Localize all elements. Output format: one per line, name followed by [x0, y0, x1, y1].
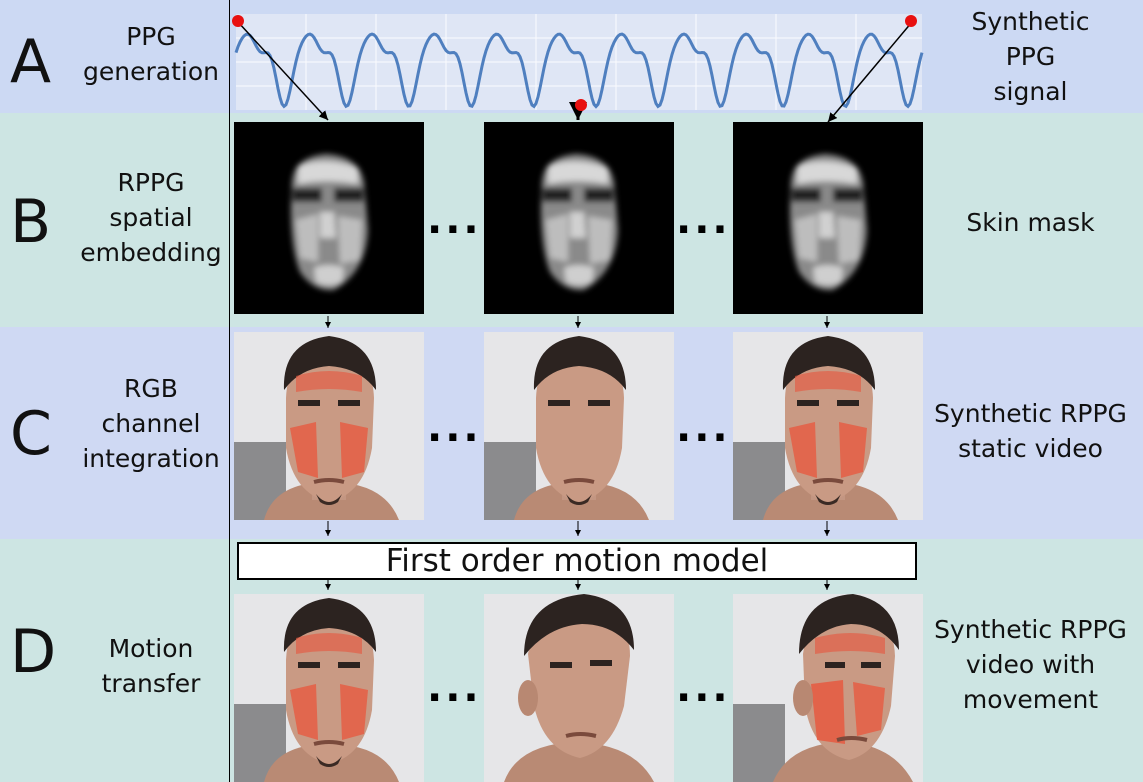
left-label-b: RPPG spatial embedding	[72, 165, 230, 270]
left-label-d-line2: transfer	[101, 669, 201, 698]
left-label-c: RGB channel integration	[72, 371, 230, 476]
motion-face-image-3	[733, 594, 913, 782]
row-letter-b: B	[10, 187, 52, 257]
ellipsis-row-d-2: ...	[676, 665, 731, 711]
left-label-b-line2: spatial	[109, 203, 193, 232]
right-label-c-line1: Synthetic RPPG	[934, 399, 1127, 428]
motion-face-image-1	[234, 598, 399, 782]
ellipsis-row-d-1: ...	[427, 665, 482, 711]
skin-mask-image-1	[291, 154, 368, 291]
right-label-d: Synthetic RPPG video with movement	[918, 612, 1143, 717]
skin-mask-frame-2	[484, 122, 674, 314]
skin-mask-frame-3	[733, 122, 923, 314]
skin-mask-image-2	[541, 154, 618, 291]
motion-video-frame-1	[234, 594, 424, 782]
ellipsis-row-b-1: ...	[427, 197, 482, 243]
row-letter-a: A	[10, 27, 52, 97]
right-label-c: Synthetic RPPG static video	[918, 396, 1143, 466]
first-order-motion-model-box: First order motion model	[237, 542, 917, 580]
right-label-a-line1: Synthetic	[971, 7, 1090, 36]
ppg-sample-marker-2	[575, 99, 587, 111]
right-label-a-line2: PPG	[1005, 42, 1056, 71]
skin-mask-image-3	[790, 154, 867, 291]
ellipsis-row-c-1: ...	[427, 405, 482, 451]
ellipsis-row-c-2: ...	[676, 405, 731, 451]
left-label-c-line1: RGB	[124, 374, 178, 403]
row-letter-d: D	[10, 617, 57, 687]
right-label-a: Synthetic PPG signal	[918, 4, 1143, 109]
right-label-d-line2: video with	[965, 650, 1096, 679]
left-label-b-line3: embedding	[80, 238, 222, 267]
motion-video-frame-3	[733, 594, 923, 782]
motion-face-image-2	[504, 594, 654, 782]
right-label-a-line3: signal	[993, 77, 1068, 106]
ppg-sample-marker-1	[232, 15, 244, 27]
right-label-b-line1: Skin mask	[966, 208, 1095, 237]
right-label-b: Skin mask	[918, 205, 1143, 240]
static-face-image-3	[733, 336, 898, 520]
static-video-frame-2	[484, 332, 674, 520]
right-label-d-line3: movement	[962, 685, 1099, 714]
ellipsis-row-b-2: ...	[676, 197, 731, 243]
left-label-d: Motion transfer	[72, 631, 230, 701]
left-label-a: PPG generation	[72, 19, 230, 89]
skin-mask-frame-1	[234, 122, 424, 314]
left-label-a-line2: generation	[83, 57, 219, 86]
right-label-c-line2: static video	[958, 434, 1103, 463]
ppg-signal-plot	[234, 14, 924, 110]
right-label-d-line1: Synthetic RPPG	[934, 615, 1127, 644]
ppg-arrows	[232, 15, 917, 123]
motion-video-frame-2	[484, 594, 674, 782]
left-label-b-line1: RPPG	[117, 168, 185, 197]
ppg-signal-line	[234, 32, 924, 109]
left-label-a-line1: PPG	[126, 22, 176, 51]
ppg-sample-marker-3	[905, 15, 917, 27]
static-video-frame-1	[234, 332, 424, 520]
row-letter-c: C	[10, 399, 52, 469]
arrow-ppg-to-frame-1	[237, 21, 329, 121]
left-label-d-line1: Motion	[108, 634, 194, 663]
static-face-image-2	[484, 336, 649, 520]
vertical-divider	[229, 0, 230, 782]
arrow-ppg-to-frame-3	[827, 21, 913, 123]
left-label-c-line2: channel	[101, 409, 201, 438]
static-face-image-1	[234, 336, 399, 520]
static-video-frame-3	[733, 332, 923, 520]
left-label-c-line3: integration	[82, 444, 220, 473]
